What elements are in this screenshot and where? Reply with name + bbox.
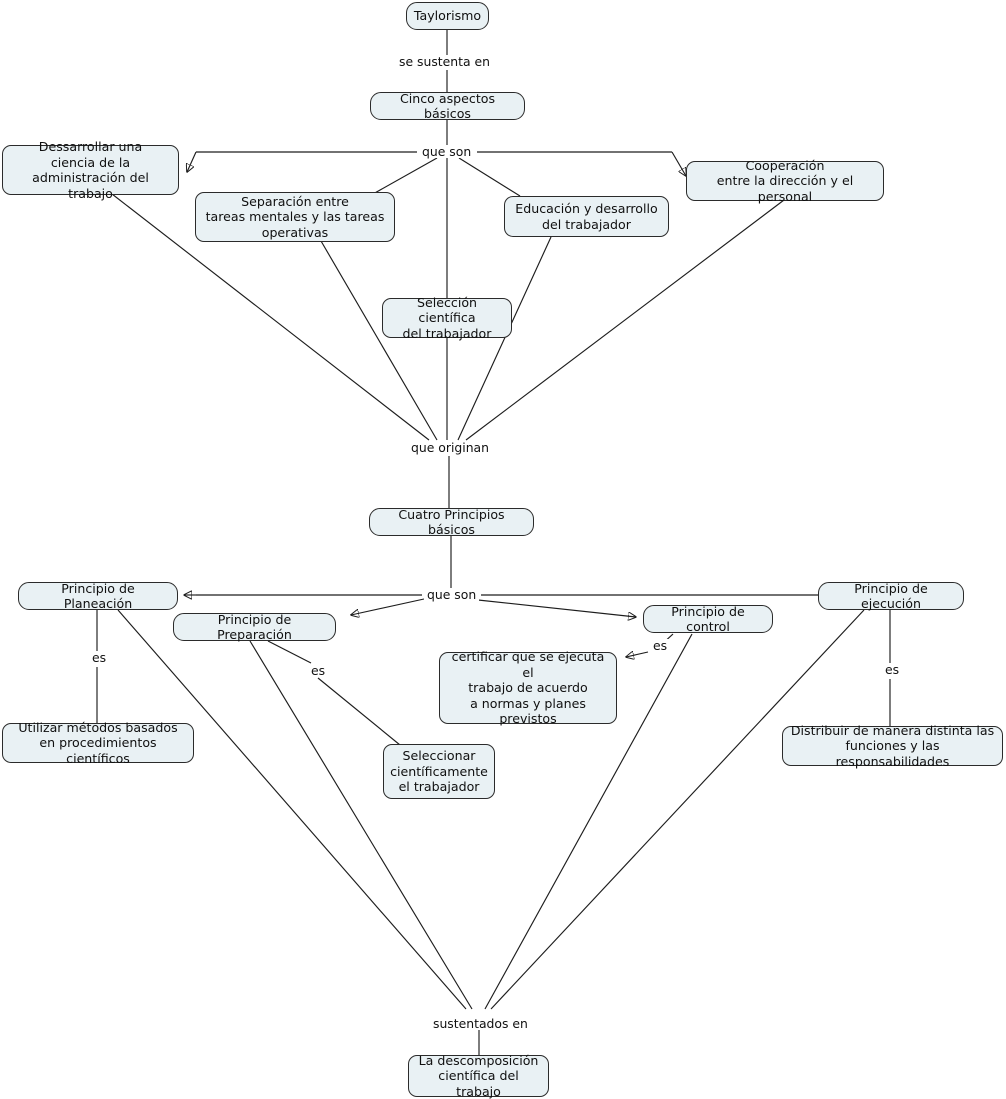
- link-label-que-son-top: que son: [419, 145, 475, 158]
- edge-queson2-control: [477, 599, 636, 617]
- node-cooperacion-direccion-personal[interactable]: Cooperación entre la dirección y el pers…: [686, 158, 884, 204]
- node-seleccion-cientifica-trabajador[interactable]: Selección científica del trabajador: [382, 295, 512, 341]
- node-principio-preparacion[interactable]: Principio de Preparación: [173, 612, 336, 642]
- edge-es-certificar: [626, 652, 649, 657]
- link-label-es-ejecucion: es: [882, 663, 903, 676]
- node-principio-control[interactable]: Principio de control: [643, 604, 773, 634]
- edge-queson2-preparacion: [351, 598, 425, 615]
- link-label-es-preparacion: es: [308, 664, 329, 677]
- link-label-es-planeacion: es: [89, 651, 110, 664]
- node-certificar-trabajo[interactable]: certificar que se ejecuta el trabajo de …: [439, 649, 617, 726]
- edge-queson-separacion: [372, 157, 438, 195]
- node-descomposicion-cientifica[interactable]: La descomposición científica del trabajo: [408, 1053, 549, 1099]
- edge-planeacion-sustentados: [117, 609, 467, 1010]
- node-seleccionar-cientificamente[interactable]: Seleccionar científicamente el trabajado…: [383, 744, 495, 799]
- edge-preparacion-es: [267, 640, 312, 664]
- node-utilizar-metodos[interactable]: Utilizar métodos basados en procedimient…: [2, 720, 194, 766]
- node-cuatro-principios-basicos[interactable]: Cuatro Principios básicos: [369, 507, 534, 537]
- edge-queson-desarrollar: [187, 151, 197, 172]
- node-cinco-aspectos-basicos[interactable]: Cinco aspectos básicos: [370, 91, 525, 121]
- node-taylorismo[interactable]: Taylorismo: [406, 2, 489, 30]
- link-label-se-sustenta-en: se sustenta en: [396, 55, 493, 68]
- node-distribuir-funciones[interactable]: Distribuir de manera distinta las funcio…: [782, 723, 1003, 769]
- node-principio-ejecucion[interactable]: Principio de ejecución: [818, 581, 964, 611]
- node-separacion-tareas[interactable]: Separación entre tareas mentales y las t…: [195, 192, 395, 242]
- edge-es-seleccionar: [317, 677, 401, 746]
- node-desarrollar-ciencia-administracion[interactable]: Dessarrollar una ciencia de la administr…: [2, 139, 179, 201]
- edge-queson-educacion: [458, 157, 521, 197]
- link-label-que-originan: que originan: [408, 441, 493, 454]
- node-educacion-desarrollo-trabajador[interactable]: Educación y desarrollo del trabajador: [504, 196, 669, 237]
- link-label-que-son-bottom: que son: [424, 588, 480, 601]
- link-label-es-control: es: [650, 639, 671, 652]
- edge-queson-cooperacion: [671, 151, 686, 176]
- link-label-sustentados-en: sustentados en: [430, 1017, 531, 1030]
- node-principio-planeacion[interactable]: Principio de Planeación: [18, 581, 178, 611]
